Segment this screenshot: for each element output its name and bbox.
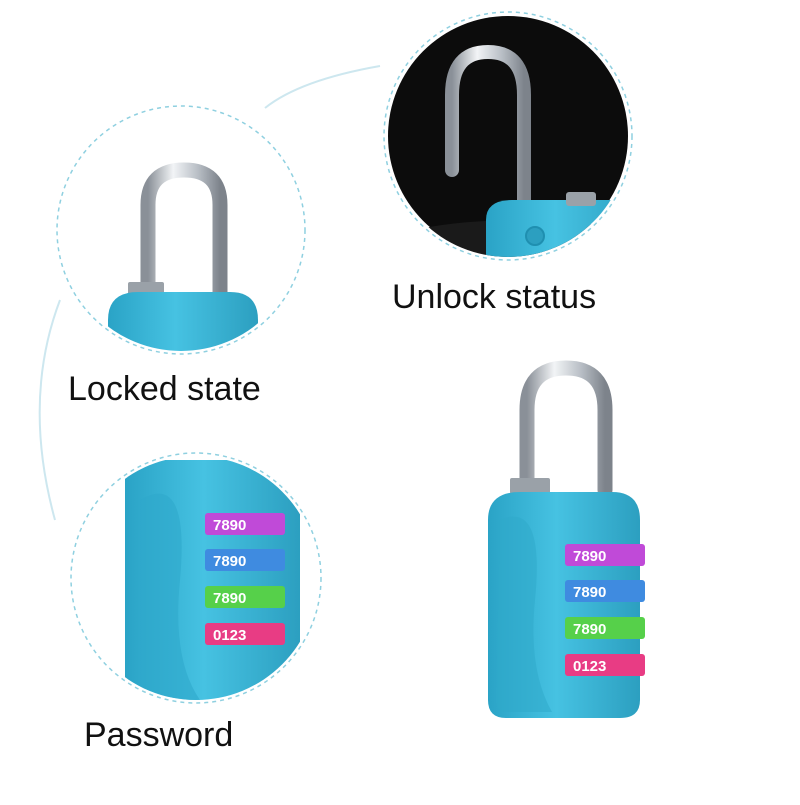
wheel-digits: 0123 xyxy=(213,627,246,644)
wheel-digits: 7890 xyxy=(573,584,606,601)
wheel-digits: 7890 xyxy=(213,590,246,607)
wheel-digits: 7890 xyxy=(213,553,246,570)
wheel-digits: 0123 xyxy=(573,658,606,675)
wheel-digits: 7890 xyxy=(213,517,246,534)
connector-arc xyxy=(264,65,381,109)
unlock-status-label: Unlock status xyxy=(392,278,597,316)
locked-state-circle xyxy=(56,105,306,355)
connector-arc xyxy=(38,299,61,521)
wheel-digits: 7890 xyxy=(573,548,606,565)
password-wheels: 7890 7890 7890 0123 xyxy=(565,544,645,676)
password-wheels: 7890 7890 7890 0123 xyxy=(205,513,285,645)
padlock-main: 7890 7890 7890 0123 xyxy=(488,360,645,718)
password-circle: 7890 7890 7890 0123 xyxy=(70,452,322,704)
locked-state-label: Locked state xyxy=(68,370,261,408)
password-label: Password xyxy=(84,716,234,754)
wheel-digits: 7890 xyxy=(573,621,606,638)
unlock-status-circle xyxy=(383,11,633,261)
